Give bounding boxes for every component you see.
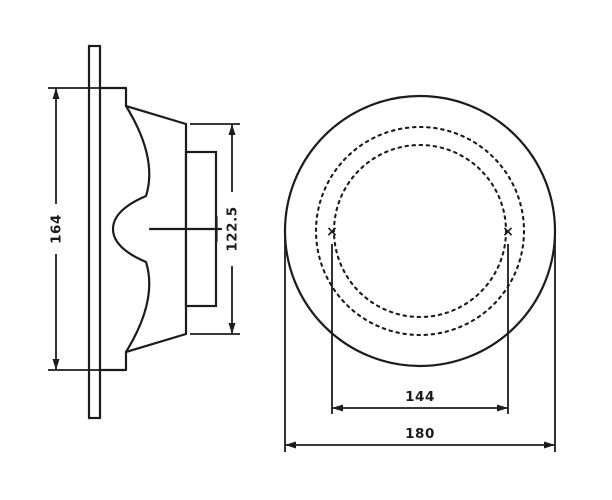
gasket-bottom [98, 350, 128, 372]
dimension-mounting-depth: 122.5 [190, 123, 241, 335]
arrowhead-left-icon [285, 441, 296, 449]
dimension-outer-diameter: 180 [284, 238, 556, 452]
arrowhead-left-icon [332, 404, 343, 412]
cone-profile [111, 104, 151, 354]
arrowhead-right-icon [497, 404, 508, 412]
dimension-hole-spacing: 144 [331, 244, 509, 414]
front-view: × × [283, 94, 557, 368]
dimension-label-mounting-depth: 122.5 [225, 206, 241, 251]
side-section-view [87, 44, 223, 420]
basket-strut-top [124, 104, 188, 126]
gasket-top [98, 86, 128, 108]
dimension-label-outer-diameter: 180 [405, 426, 435, 442]
mounting-flange [87, 44, 102, 420]
arrowhead-up-icon [52, 88, 60, 99]
cutout-dotted-circle [314, 125, 526, 337]
arrowhead-right-icon [544, 441, 555, 449]
dimension-overall-height: 164 [48, 87, 99, 371]
arrowhead-up-icon [228, 124, 236, 135]
screw-marker-left: × [326, 224, 338, 240]
screw-marker-right: × [502, 224, 514, 240]
basket-strut-bottom [124, 332, 188, 354]
bolt-dotted-circle [332, 143, 508, 319]
outer-rim-circle [283, 94, 557, 368]
dimension-label-overall-height: 164 [49, 214, 65, 244]
dimension-label-hole-spacing: 144 [405, 389, 435, 405]
arrowhead-down-icon [228, 323, 236, 334]
arrowhead-down-icon [52, 359, 60, 370]
